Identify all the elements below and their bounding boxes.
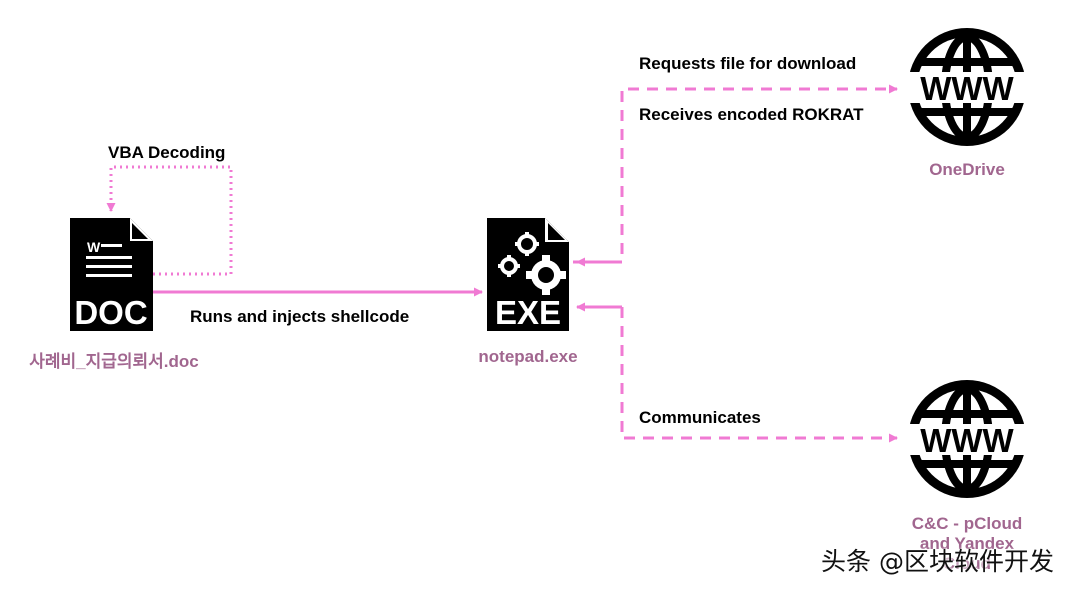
onedrive-node-label: OneDrive	[929, 160, 1005, 179]
doc-node-label: 사례비_지급의뢰서.doc	[29, 352, 199, 371]
svg-text:EXE: EXE	[495, 294, 561, 331]
request-label: Requests file for download	[639, 54, 857, 73]
receive-label: Receives encoded ROKRAT	[639, 105, 864, 124]
cnc-label-line: and Yandex	[919, 534, 1015, 553]
communicate-arrow	[620, 307, 898, 443]
communicate-label: Communicates	[639, 408, 761, 427]
www-globe-icon: WWW	[900, 28, 1034, 146]
cnc-label-line: Cloud	[942, 554, 992, 573]
cnc-label-line: C&C - pCloud	[911, 514, 1023, 533]
exe-gears-file-icon: EXE	[487, 218, 569, 331]
shellcode-label: Runs and injects shellcode	[190, 307, 410, 326]
svg-text:W: W	[87, 239, 101, 255]
watermark: 头条 @区块软件开发	[821, 547, 1054, 576]
exe-node-label: notepad.exe	[478, 347, 578, 366]
www-globe-icon: WWW	[900, 380, 1034, 498]
cnc-node-label: C&C - pCloud and Yandex Cloud	[912, 514, 1022, 574]
svg-text:WWW: WWW	[920, 422, 1014, 459]
svg-text:DOC: DOC	[74, 294, 147, 331]
svg-text:WWW: WWW	[920, 70, 1014, 107]
doc-file-icon: W DOC	[70, 218, 153, 331]
vba-loop-arrow	[106, 165, 233, 276]
vba-decoding-label: VBA Decoding	[108, 143, 226, 162]
